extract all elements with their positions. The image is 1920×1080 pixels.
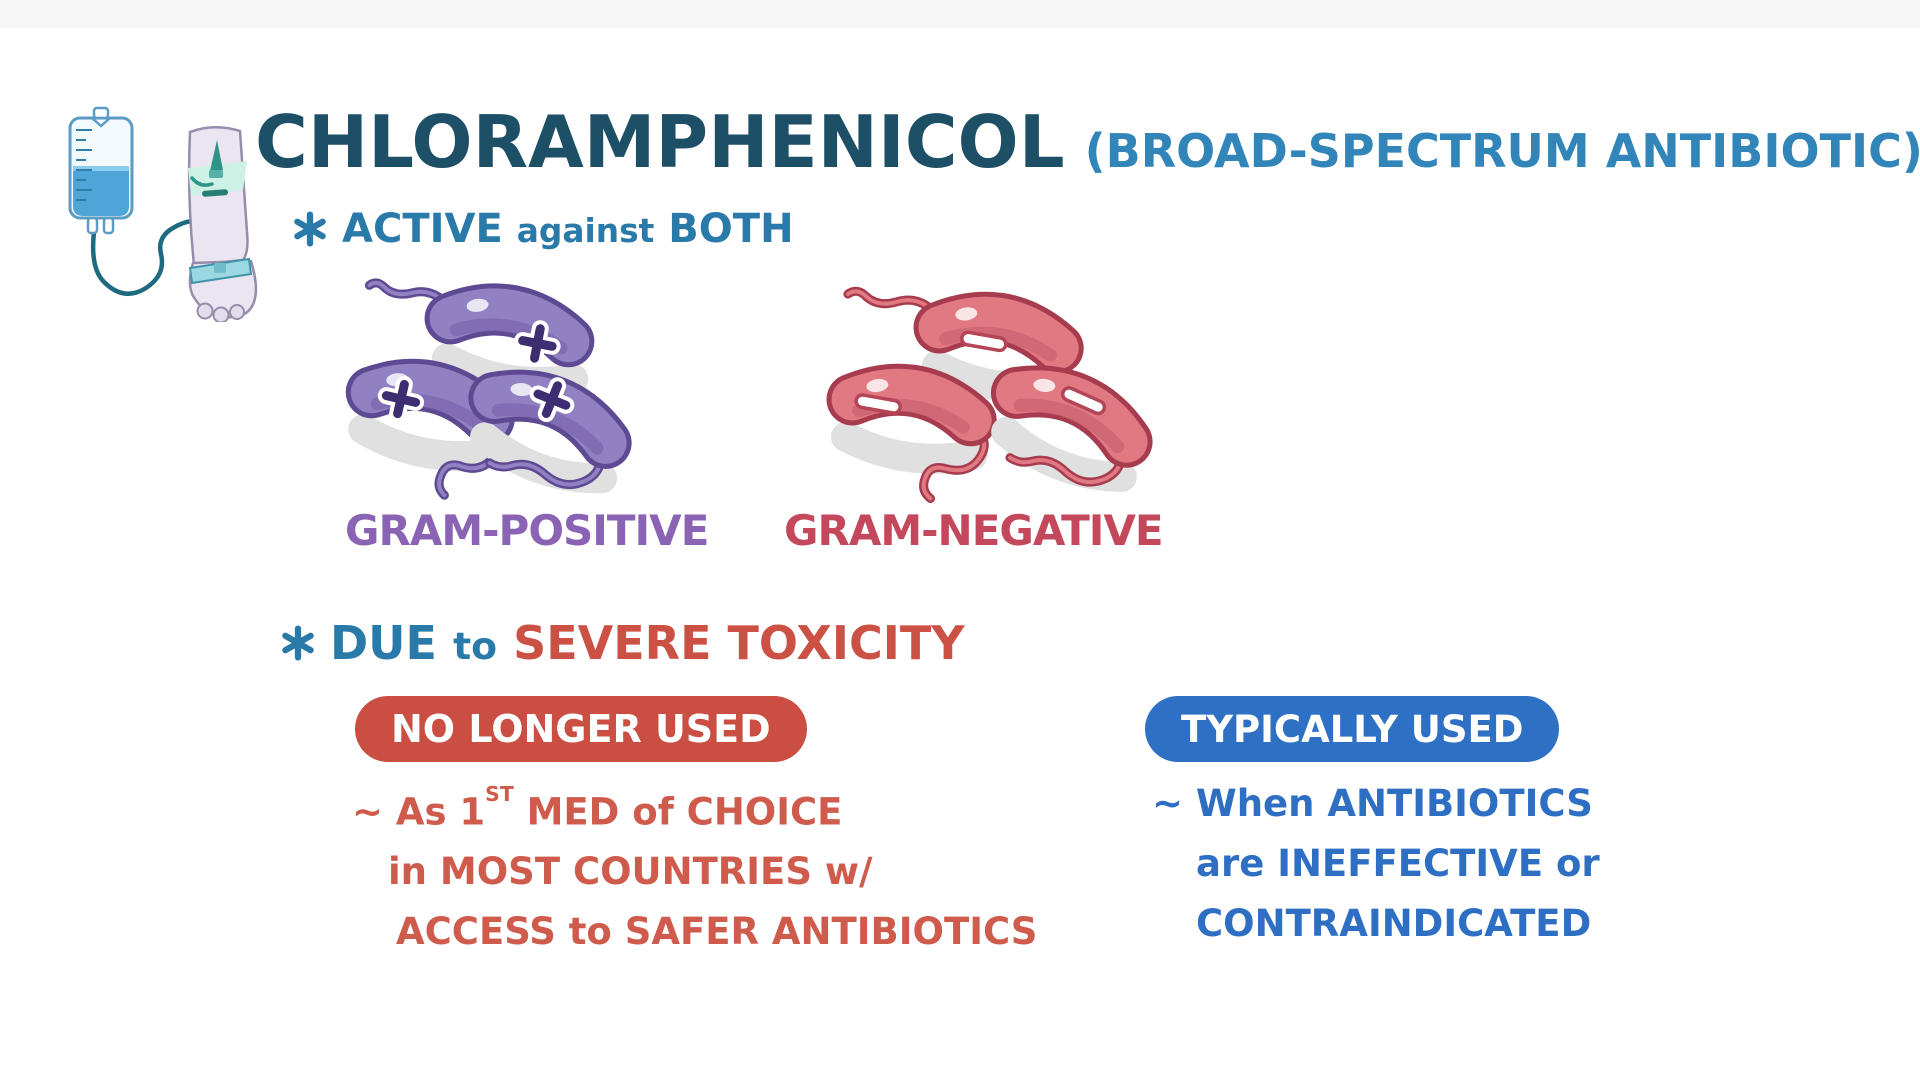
arm bbox=[187, 126, 258, 322]
iv-catheter bbox=[210, 140, 223, 171]
note-line: in MOST COUNTRIES w/ bbox=[388, 850, 873, 894]
note-line: ~ As 1ST MED of CHOICE bbox=[352, 781, 843, 834]
due-word: DUE bbox=[330, 616, 437, 670]
no-longer-used-badge: NO LONGER USED bbox=[355, 696, 807, 762]
minus-sign bbox=[960, 330, 1008, 353]
active-against-both-line: ACTIVE against BOTH bbox=[292, 206, 794, 252]
gram-negative-bacterium bbox=[990, 365, 1153, 492]
to-word: to bbox=[453, 624, 498, 668]
gram-negative-label: GRAM-NEGATIVE bbox=[784, 506, 1164, 555]
iv-tape bbox=[188, 161, 247, 196]
asterisk-icon bbox=[294, 211, 326, 247]
gram-positive-bacteria-illustration bbox=[345, 278, 632, 500]
typically-used-badge: TYPICALLY USED bbox=[1145, 696, 1560, 762]
iv-bag bbox=[68, 106, 134, 235]
iv-fluid bbox=[73, 168, 129, 216]
gram-positive-bacterium bbox=[468, 369, 632, 494]
gram-negative-bacterium bbox=[826, 363, 997, 503]
severe-toxicity-words: SEVERE TOXICITY bbox=[513, 616, 965, 670]
top-border-strip bbox=[0, 0, 1920, 28]
note-line: CONTRAINDICATED bbox=[1196, 902, 1592, 945]
against-word: against bbox=[516, 212, 655, 250]
iv-drip-illustration bbox=[68, 106, 258, 322]
plus-sign bbox=[514, 320, 561, 367]
asterisk-icon bbox=[282, 625, 314, 661]
note-line: ACCESS to SAFER ANTIBIOTICS bbox=[396, 910, 1038, 954]
page-subtitle: (BROAD-SPECTRUM ANTIBIOTIC) bbox=[1084, 124, 1920, 178]
toxicity-line: DUE to SEVERE TOXICITY bbox=[280, 616, 965, 670]
no-longer-used-notes: ~ As 1ST MED of CHOICE in MOST COUNTRIES… bbox=[352, 774, 1037, 962]
both-word: BOTH bbox=[668, 206, 794, 252]
minus-sign bbox=[854, 393, 902, 415]
note-line: are INEFFECTIVE or bbox=[1196, 842, 1600, 885]
page-title-row: CHLORAMPHENICOL (BROAD-SPECTRUM ANTIBIOT… bbox=[255, 100, 1920, 184]
page-title: CHLORAMPHENICOL bbox=[255, 100, 1065, 184]
typically-used-notes: ~ When ANTIBIOTICS are INEFFECTIVE or CO… bbox=[1152, 774, 1600, 954]
gram-positive-label: GRAM-POSITIVE bbox=[345, 506, 709, 555]
gram-negative-bacteria-illustration bbox=[826, 286, 1153, 503]
ordinal-superscript: ST bbox=[485, 781, 514, 806]
note-line: ~ When ANTIBIOTICS bbox=[1152, 782, 1593, 825]
iv-tube bbox=[90, 218, 195, 296]
minus-sign bbox=[1060, 386, 1107, 416]
plus-sign bbox=[529, 377, 575, 423]
active-word: ACTIVE bbox=[342, 206, 503, 252]
bag-scale-marks bbox=[76, 129, 92, 201]
plus-sign bbox=[377, 375, 425, 423]
